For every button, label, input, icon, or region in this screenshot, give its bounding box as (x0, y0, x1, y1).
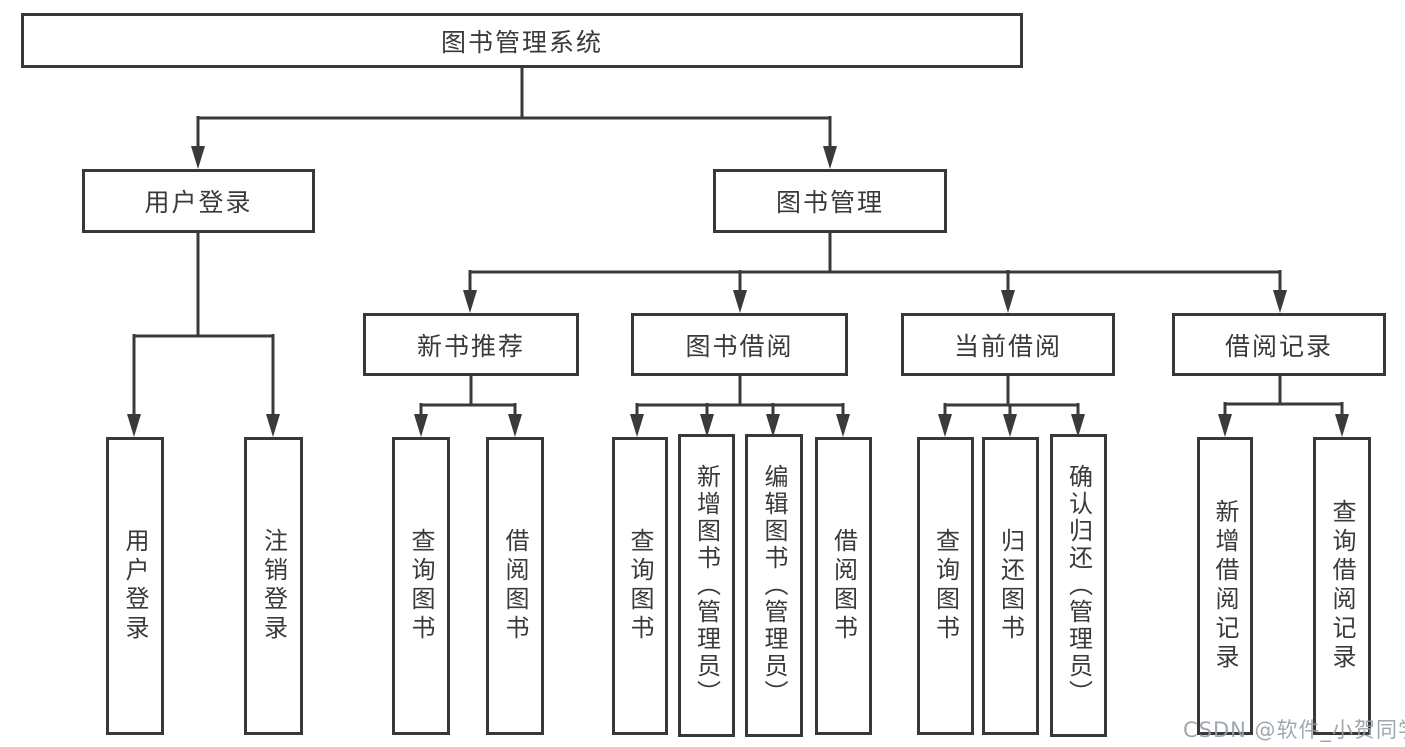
node-label: 借阅图书 (501, 528, 529, 644)
node-label: 编辑图书（管理员） (760, 464, 788, 707)
node-leaf-query-book-current: 查询图书 (917, 437, 974, 735)
arrow-icon (191, 146, 205, 169)
node-leaf-borrow-book: 借阅图书 (815, 437, 872, 735)
node-book-borrow: 图书借阅 (631, 313, 848, 376)
arrow-icon (733, 290, 747, 313)
node-label: 新书推荐 (416, 331, 525, 361)
arrow-icon (1001, 290, 1015, 313)
connector-user-login-group (132, 233, 275, 416)
node-leaf-add-borrow-record: 新增借阅记录 (1197, 437, 1253, 735)
arrow-icon (463, 290, 477, 313)
node-leaf-query-borrow-record: 查询借阅记录 (1313, 437, 1371, 735)
connector-current-borrow-group (943, 376, 1080, 416)
node-leaf-borrow-book-recommend: 借阅图书 (486, 437, 544, 735)
connector-root-to-level2 (196, 68, 832, 148)
arrow-icon (1218, 414, 1232, 437)
arrowheads (127, 146, 1349, 437)
node-current-borrow: 当前借阅 (901, 313, 1115, 376)
node-label: 用户登录 (144, 188, 253, 217)
node-label: 查询借阅记录 (1328, 499, 1356, 673)
node-label: 新增图书（管理员） (692, 464, 721, 707)
node-leaf-query-book-recommend: 查询图书 (392, 437, 450, 735)
arrow-icon (1003, 414, 1017, 437)
arrow-icon (1273, 290, 1287, 313)
node-label: 注销登录 (259, 528, 288, 644)
node-leaf-query-book-borrow: 查询图书 (612, 437, 668, 735)
node-label: 归还图书 (996, 528, 1025, 644)
node-label: 确认归还（管理员） (1064, 464, 1093, 707)
node-label: 查询图书 (626, 528, 654, 644)
arrow-icon (266, 414, 280, 437)
node-leaf-add-book-admin: 新增图书（管理员） (678, 434, 735, 737)
csdn-watermark: CSDN @软件_小贺同学 (1183, 718, 1405, 742)
arrow-icon (766, 414, 780, 437)
node-label: 新增借阅记录 (1211, 499, 1239, 673)
arrow-icon (127, 414, 141, 437)
arrow-icon (823, 146, 837, 169)
arrow-icon (508, 414, 522, 437)
arrow-icon (1071, 414, 1085, 437)
arrow-icon (1335, 414, 1349, 437)
arrow-icon (836, 414, 850, 437)
node-label: 借阅图书 (829, 528, 858, 644)
connector-book-management-to-level3 (468, 233, 1282, 292)
arrow-icon (414, 414, 428, 437)
node-label: 图书借阅 (685, 331, 794, 361)
node-label: 借阅记录 (1224, 331, 1333, 361)
connector-book-borrow-group (635, 376, 845, 416)
node-library-management-system: 图书管理系统 (21, 13, 1023, 68)
node-label: 用户登录 (121, 528, 149, 644)
arrow-icon (630, 414, 644, 437)
connector-new-book-recommend-group (419, 376, 517, 416)
connector-borrow-records-group (1223, 376, 1344, 416)
node-book-management: 图书管理 (713, 169, 947, 233)
node-leaf-user-login: 用户登录 (106, 437, 164, 735)
arrow-icon (700, 414, 714, 437)
node-user-login: 用户登录 (82, 169, 315, 233)
node-leaf-confirm-return-admin: 确认归还（管理员） (1050, 434, 1107, 737)
node-label: 查询图书 (407, 528, 435, 644)
arrow-icon (938, 414, 952, 437)
node-label: 当前借阅 (953, 331, 1062, 361)
node-borrow-records: 借阅记录 (1172, 313, 1386, 376)
node-new-book-recommend: 新书推荐 (363, 313, 579, 376)
node-leaf-logout: 注销登录 (244, 437, 303, 735)
node-label: 查询图书 (931, 528, 960, 644)
node-leaf-edit-book-admin: 编辑图书（管理员） (745, 434, 803, 737)
node-label: 图书管理 (775, 188, 884, 217)
node-leaf-return-book: 归还图书 (982, 437, 1039, 735)
node-label: 图书管理系统 (440, 27, 603, 57)
